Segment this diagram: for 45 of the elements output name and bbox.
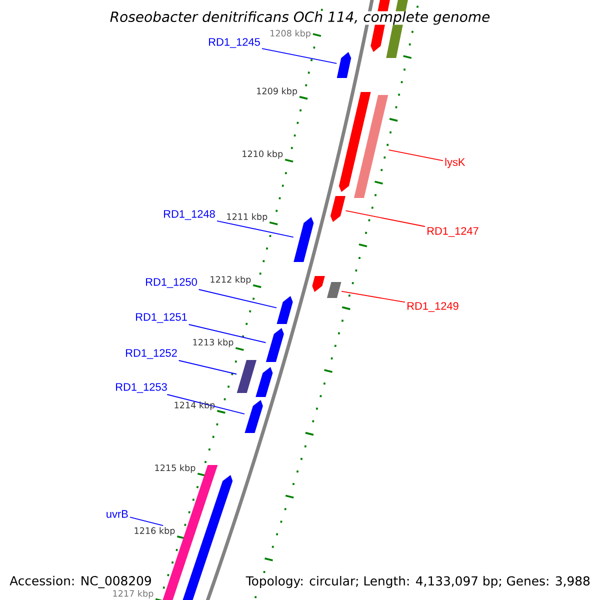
gene-label: RD1_1252 xyxy=(126,349,177,359)
gene-block xyxy=(354,95,388,198)
gene-block xyxy=(276,296,293,324)
gene-label: RD1_1247 xyxy=(428,227,478,237)
gene-label: RD1_1253 xyxy=(116,383,167,393)
accession-text: Accession: NC_008209 xyxy=(10,576,151,588)
gene-block xyxy=(182,475,233,600)
leader-line xyxy=(178,360,238,375)
gene-block xyxy=(312,276,325,292)
tick-label: 1215 kbp xyxy=(155,464,196,473)
gene-block xyxy=(244,400,263,433)
gene-label: RD1_1249 xyxy=(408,302,458,312)
leader-line xyxy=(262,48,338,64)
leader-line xyxy=(198,289,277,308)
gene-block xyxy=(326,282,342,298)
tick-label: 1211 kbp xyxy=(227,213,268,222)
title: Roseobacter denitrificans OCh 114, complete genome xyxy=(110,11,490,25)
gene-label: RD1_1251 xyxy=(136,313,187,323)
tick-label: 1212 kbp xyxy=(210,276,251,284)
tick-label: 1209 kbp xyxy=(257,88,298,96)
genome-info-text: Topology: circular; Length: 4,133,097 bp; Genes: 3,988 xyxy=(244,574,592,590)
leader-line xyxy=(130,516,164,526)
leader-line xyxy=(388,149,444,162)
gene-label: RD1_1248 xyxy=(164,210,215,220)
leader-line xyxy=(345,210,426,227)
tick-label: 1210 kbp xyxy=(242,150,283,159)
tick-label: 1208 kbp xyxy=(270,30,311,38)
tick-label: 1217 kbp xyxy=(113,590,154,598)
gene-block xyxy=(266,328,284,362)
gene-block xyxy=(236,360,256,393)
gene-block xyxy=(294,217,314,262)
tick-label: 1216 kbp xyxy=(134,527,175,536)
gene-label: RD1_1245 xyxy=(209,38,260,48)
leader-line xyxy=(216,220,294,238)
tick-label: 1213 kbp xyxy=(193,338,234,348)
leader-line xyxy=(341,290,406,303)
gene-block xyxy=(256,367,273,397)
gene-block xyxy=(336,52,352,78)
gene-label: RD1_1250 xyxy=(146,278,197,288)
gene-label: lysK xyxy=(445,158,466,168)
gene-block xyxy=(330,196,346,222)
gene-block xyxy=(338,92,371,192)
leader-line xyxy=(166,394,245,414)
gene-label: uvrB xyxy=(106,510,128,518)
leader-line xyxy=(188,324,266,344)
